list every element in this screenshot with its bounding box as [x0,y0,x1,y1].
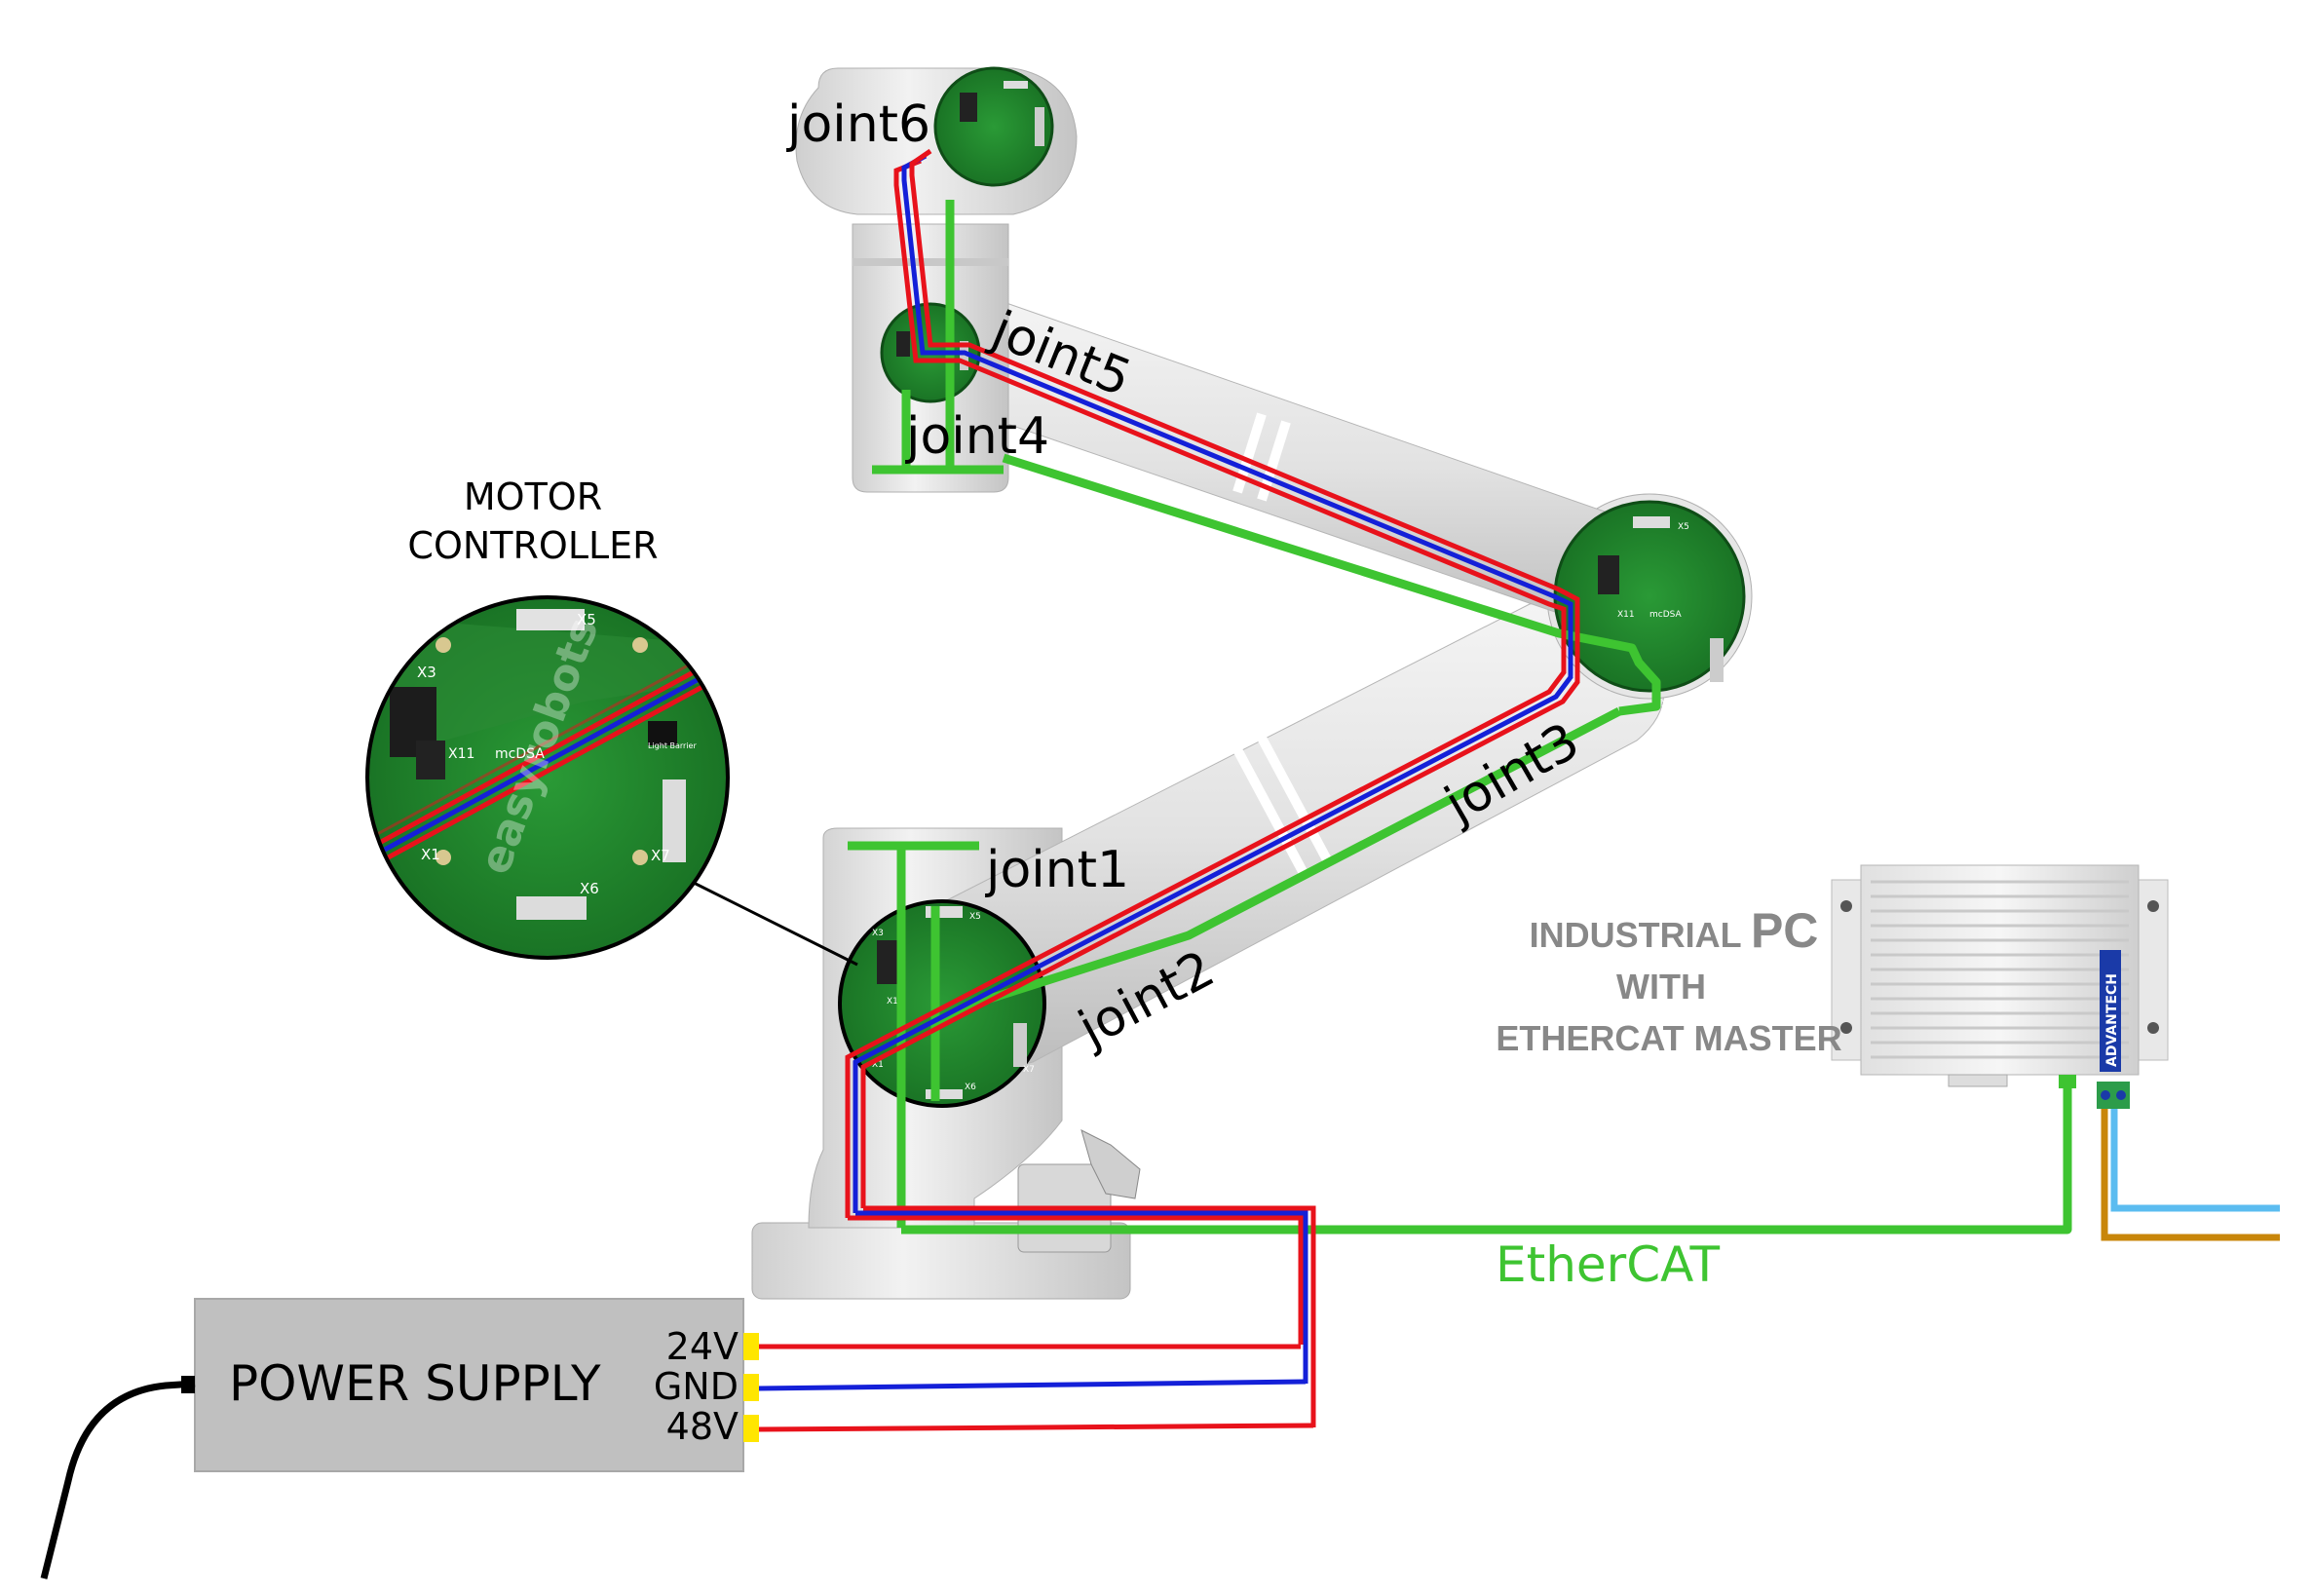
pcb-joint6 [933,66,1054,187]
pc-brand-label: ADVANTECH [2104,973,2120,1067]
zoom-pcb-x3: X3 [417,664,436,681]
zoom-callout-line [681,875,858,967]
power-wiring-robot [845,148,1580,1427]
power-supply-box [194,1298,744,1472]
power-24v-robot [845,158,1567,1218]
lower-arm-stripe [1252,726,1335,868]
zoom-pcb-light-barrier: Light Barrier [648,741,697,750]
terminal-48v [743,1415,759,1442]
gnd-base [855,1210,1308,1384]
pcb-j3-x5: X5 [1678,522,1689,532]
zoom-pcb-screw [436,637,451,653]
pc-screw [2147,1022,2159,1034]
ethercat-lower-arm-segment [932,707,1622,1028]
zoom-pcb-screw [632,637,648,653]
pcb-j1-x3: X3 [872,929,884,938]
zoom-pcb-x1: X1 [421,846,440,863]
pc-label-line3: ETHERCAT MASTER [1496,1018,1841,1058]
power-48v-robot [860,148,1580,1208]
lower-arm-stripe [1228,738,1310,880]
pcb-j1-x1: X1 [872,1060,884,1070]
pcb-j1-x7: X7 [1023,1065,1035,1075]
pc-label-industrial: INDUSTRIAL [1530,915,1751,955]
power-supply-label: POWER SUPPLY [229,1355,601,1412]
pc-brand-plate [2100,950,2121,1072]
power-24v-base [848,1215,1304,1345]
zoom-pcb-x5: X5 [577,611,596,628]
zoom-pcb-x11: X11 [448,746,474,762]
zoom-pcb-model: mcDSA [495,746,545,762]
zoom-pcb-x7: X7 [651,847,670,864]
ethercat-main-bus [901,1086,2072,1235]
pcb-j3-x1: X1 [1569,675,1580,685]
terminal-24v-label: 24V [666,1325,739,1368]
pcb-j3-model: mcDSA [1649,610,1683,620]
zoom-pcb-screw [632,850,648,865]
pc-supply-wire-blue [2110,1109,2280,1212]
ethercat-wiring [848,200,2072,1235]
pc-supply-wire-brown [2101,1109,2280,1241]
psu-48v-wire [757,1423,1314,1432]
pc-screw [1840,1022,1852,1034]
terminal-48v-label: 48V [666,1405,739,1448]
mains-plug [181,1376,195,1393]
gnd-robot [853,153,1573,1213]
pcb-j1-x6: X6 [965,1083,976,1092]
pc-heatsink-fins [1871,880,2129,1059]
pc-label-line2: WITH [1616,967,1706,1007]
base-cable-gland [1080,1129,1141,1199]
pc-bottom-connector [1948,1074,2008,1087]
pcb-j1-x5: X5 [969,912,981,922]
ethercat-upper-arm-segment [1002,453,1661,716]
ethercat-label: EtherCAT [1496,1236,1720,1293]
psu-wires [757,1344,1314,1432]
power-48v-base [863,1205,1316,1427]
pcb-joint1-2: X5 X3 X11 X1 X6 X7 [838,899,1046,1108]
wrist-band [853,258,1008,266]
pc-ethernet-port [2059,1075,2076,1088]
zoom-pcb-screw [436,850,451,865]
pc-label-line1: INDUSTRIAL PC [1530,903,1819,958]
motor-controller-title-line1: MOTOR [464,475,602,518]
joint1-label: joint1 [985,841,1129,899]
motor-controller-zoom: X5 X3 X11 mcDSA X1 X6 X7 Light Barrier e… [365,595,730,960]
pc-screw [2147,900,2159,912]
terminal-24v [743,1333,759,1360]
joint4-label: joint4 [905,407,1049,466]
pc-label-pc: PC [1751,903,1818,958]
zoom-pcb-x6: X6 [580,880,599,897]
pcb-j3-x6: X6 [1661,700,1673,709]
pc-screw [1840,900,1852,912]
terminal-gnd [743,1374,759,1401]
pc-terminal-screw [2101,1090,2110,1100]
pcb-j3-x7: X7 [1705,683,1717,693]
pcb-j1-x11: X11 [887,997,904,1007]
power-supply: POWER SUPPLY 24V GND 48V [40,1298,759,1579]
mains-cable [40,1380,196,1579]
joint6-label: joint6 [786,95,930,154]
psu-gnd-wire [757,1379,1307,1391]
industrial-pc: ADVANTECH [1831,864,2169,1109]
pc-terminal-screw [2116,1090,2126,1100]
pcb-j3-x11: X11 [1617,610,1635,620]
terminal-gnd-label: GND [654,1365,739,1408]
motor-controller-title-line2: CONTROLLER [407,524,658,567]
